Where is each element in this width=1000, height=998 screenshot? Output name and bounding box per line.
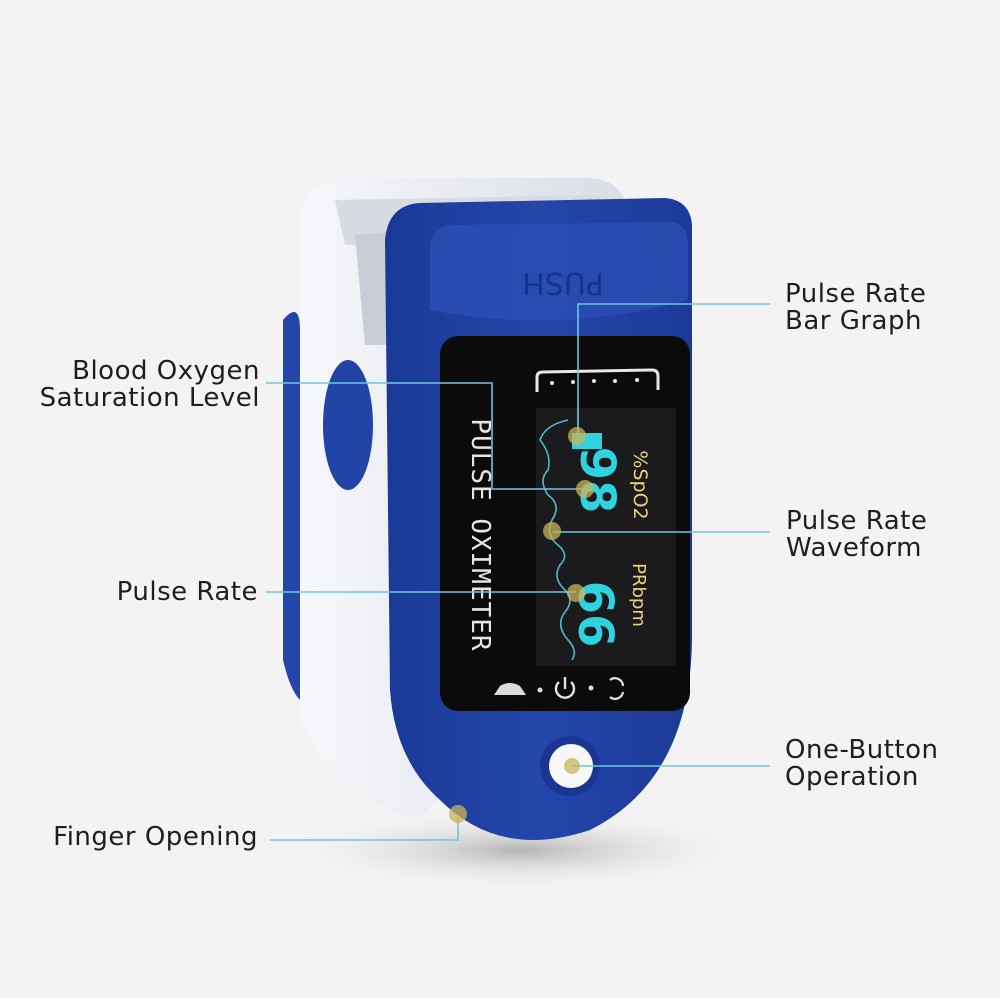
callout-line: Saturation Level <box>39 383 260 413</box>
callout-line: Finger Opening <box>53 822 258 852</box>
brand-text: PULSE OXIMETER <box>465 418 495 651</box>
callout-line: Pulse Rate <box>116 577 258 607</box>
spo2-unit: %SpO2 <box>629 450 651 519</box>
callout-line: One-Button <box>785 735 939 765</box>
separator-dot <box>537 687 543 693</box>
rotate-icon <box>609 677 625 700</box>
callout-line: Pulse Rate <box>786 506 928 536</box>
device-shadow <box>280 810 760 890</box>
push-label: PUSH <box>522 265 604 300</box>
callout-pulse-rate: Pulse Rate <box>117 579 258 606</box>
leader-lines <box>266 303 770 841</box>
callout-line: Blood Oxygen <box>72 356 260 386</box>
bar-graph-dots <box>550 378 639 385</box>
callout-waveform: Pulse Rate Waveform <box>786 508 927 562</box>
callout-finger-opening: Finger Opening <box>53 824 258 851</box>
side-blue-band <box>283 312 300 700</box>
pulse-waveform <box>539 419 576 661</box>
bar-graph-bracket <box>535 368 660 392</box>
callout-line: Waveform <box>786 533 922 563</box>
lcd-display-area <box>536 408 676 666</box>
callout-one-button: One-Button Operation <box>785 737 938 791</box>
callout-line: Bar Graph <box>785 306 922 336</box>
push-cap <box>430 222 688 321</box>
pr-unit: PRbpm <box>628 563 649 627</box>
side-grip <box>323 360 373 490</box>
callout-markers <box>449 427 594 823</box>
callout-blood-oxygen: Blood Oxygen Saturation Level <box>40 358 260 412</box>
spo2-value: 98 <box>569 447 625 514</box>
battery-icon <box>494 683 526 695</box>
callout-pulse-bar-graph: Pulse Rate Bar Graph <box>785 281 926 335</box>
callout-line: Pulse Rate <box>785 279 927 309</box>
callout-line: Operation <box>785 762 919 792</box>
power-icon <box>554 677 576 699</box>
separator-dot <box>588 685 594 691</box>
